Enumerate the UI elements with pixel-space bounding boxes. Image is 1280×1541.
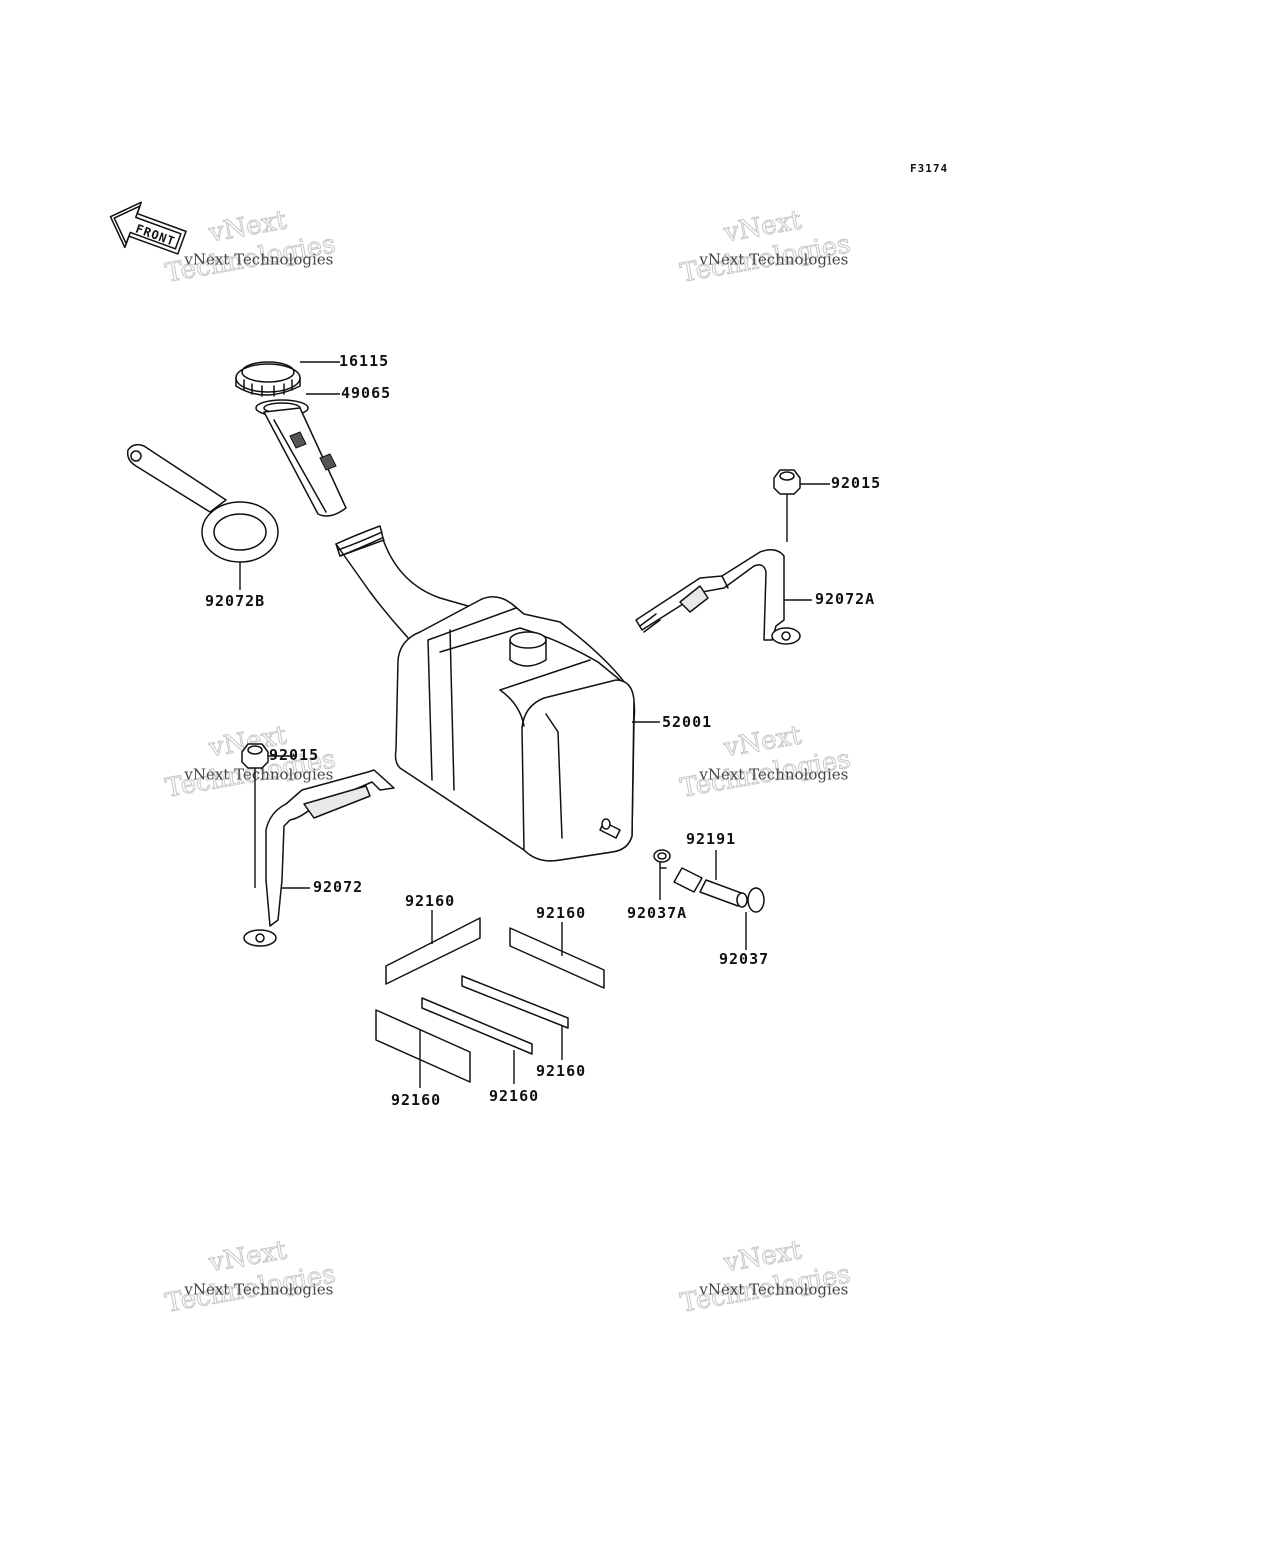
watermark-top-left: vNext Technologies vNext Technologies: [163, 205, 339, 289]
part-label-92037: 92037: [719, 950, 769, 968]
nut-left-drawing: [241, 743, 269, 769]
hose-drawing: [673, 867, 748, 908]
svg-text:vNext Technologies: vNext Technologies: [698, 251, 848, 269]
watermark-top-right: vNext Technologies vNext Technologies: [678, 205, 854, 289]
tank-band-right-drawing: [635, 549, 801, 645]
hose-clamp-drawing: [653, 849, 671, 869]
part-label-92160-bottom-left: 92160: [391, 1091, 441, 1109]
clip-drawing: [747, 887, 765, 913]
cap-strap-drawing: [126, 443, 279, 563]
filler-strainer-drawing: [255, 399, 347, 517]
part-label-92072a: 92072A: [815, 590, 875, 608]
part-label-92015-left: 92015: [269, 746, 319, 764]
part-label-92037a: 92037A: [627, 904, 687, 922]
part-label-16115: 16115: [339, 352, 389, 370]
watermark-bottom-right: vNext Technologies vNext Technologies: [678, 1235, 854, 1319]
figure-code: F3174: [910, 162, 948, 175]
pads-drawing: [375, 917, 605, 1083]
svg-text:vNext Technologies: vNext Technologies: [698, 766, 848, 784]
leader-lines: [239, 361, 830, 1088]
tank-drawing: [335, 525, 636, 862]
part-label-92015-upper: 92015: [831, 474, 881, 492]
part-label-92160-middle: 92160: [536, 1062, 586, 1080]
front-arrow-icon: FRONT: [109, 201, 187, 255]
tank-band-left-drawing: [243, 769, 395, 947]
part-label-92160-bottom-middle: 92160: [489, 1087, 539, 1105]
nut-upper-drawing: [773, 469, 801, 495]
filler-cap-drawing: [235, 361, 301, 397]
part-label-92160-top-right: 92160: [536, 904, 586, 922]
part-label-49065: 49065: [341, 384, 391, 402]
part-label-92072b: 92072B: [205, 592, 265, 610]
part-label-92160-top-left: 92160: [405, 892, 455, 910]
svg-text:vNext Technologies: vNext Technologies: [183, 251, 333, 269]
svg-text:vNext Technologies: vNext Technologies: [698, 1281, 848, 1299]
svg-text:vNext Technologies: vNext Technologies: [183, 1281, 333, 1299]
part-labels: 16115 49065 92072B 92015 92072A 52001 92…: [205, 352, 881, 1109]
svg-text:vNext Technologies: vNext Technologies: [183, 766, 333, 784]
part-label-92072: 92072: [313, 878, 363, 896]
part-label-52001: 52001: [662, 713, 712, 731]
watermark-bottom-left: vNext Technologies vNext Technologies: [163, 1235, 339, 1319]
part-label-92191: 92191: [686, 830, 736, 848]
